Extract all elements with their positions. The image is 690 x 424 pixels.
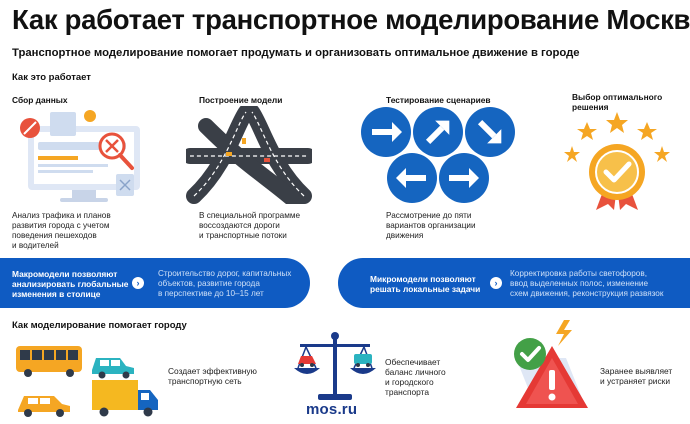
- vehicles-icon: [16, 346, 158, 417]
- macro-models-band: [0, 258, 310, 308]
- award-medal-icon: [564, 112, 670, 210]
- micro-arrow-icon: ›: [490, 277, 502, 289]
- road-interchange-icon: [186, 106, 312, 204]
- macro-arrow-icon: ›: [132, 277, 144, 289]
- benefits-heading: Как моделирование помогает городу: [12, 320, 187, 331]
- macro-models-text: Строительство дорог, капитальных объекто…: [158, 269, 292, 298]
- direction-arrows-icon: [361, 107, 515, 203]
- step-3-title: Тестирование сценариев: [386, 95, 491, 105]
- balance-scale-icon: [294, 332, 376, 400]
- benefit-1-text: Создает эффективную транспортную сеть: [168, 366, 257, 386]
- benefit-3-text: Заранее выявляет и устраняет риски: [600, 366, 673, 386]
- micro-models-text: Корректировка работы светофоров, ввод вы…: [510, 269, 664, 298]
- page-subtitle: Транспортное моделирование помогает прод…: [12, 47, 580, 59]
- data-collection-icon: [20, 110, 140, 202]
- step-1-text: Анализ трафика и планов развития города …: [12, 211, 111, 250]
- mos-ru-logo: mos.ru: [306, 401, 358, 418]
- benefit-2-text: Обеспечивает баланс личного и городского…: [385, 357, 446, 397]
- macro-models-title: Макромодели позволяют анализировать глоб…: [12, 269, 129, 299]
- how-it-works-heading: Как это работает: [12, 72, 91, 83]
- step-2-title: Построение модели: [199, 95, 283, 105]
- risk-warning-icon: [514, 320, 588, 408]
- step-3-text: Рассмотрение до пяти вариантов организац…: [386, 211, 476, 240]
- page-title: Как работает транспортное моделирование …: [12, 4, 690, 35]
- micro-models-band: [338, 258, 690, 308]
- micro-models-title: Микромодели позволяют решать локальные з…: [370, 274, 481, 294]
- step-2-text: В специальной программе воссоздаются дор…: [199, 211, 301, 240]
- step-1-title: Сбор данных: [12, 95, 68, 105]
- step-4-title: Выбор оптимального решения: [572, 92, 663, 112]
